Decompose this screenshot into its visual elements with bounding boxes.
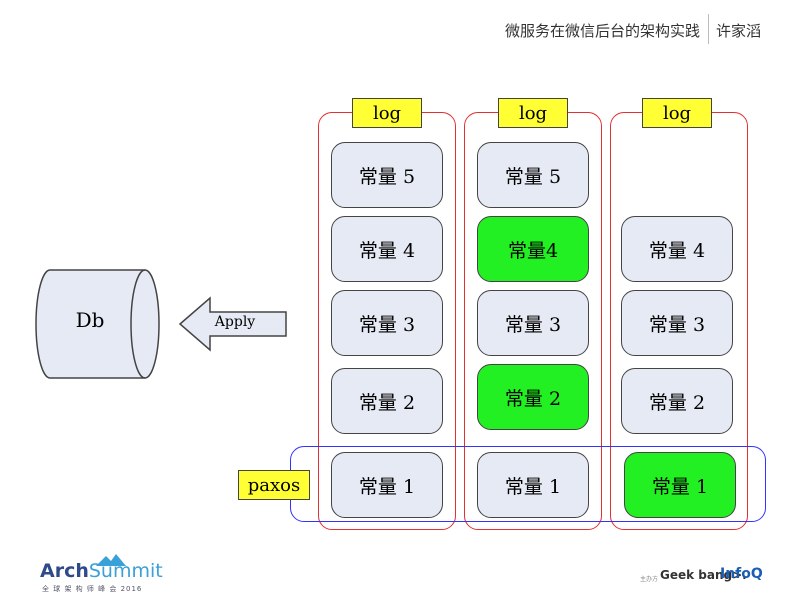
- infoq-logo: InfoQ: [720, 566, 763, 582]
- column-3-cell-2: 常量 3: [621, 290, 733, 356]
- column-3-cell-4: 常量 1: [624, 452, 736, 518]
- column-2-cell-2: 常量4: [477, 216, 589, 282]
- log-tag-2: log: [498, 98, 568, 128]
- column-1-cell-2: 常量 4: [331, 216, 443, 282]
- archsummit-subtitle: 全 球 架 构 师 峰 会 2016: [42, 585, 143, 593]
- slide-title: 微服务在微信后台的架构实践: [504, 22, 700, 40]
- column-2-cell-4: 常量 2: [477, 364, 589, 430]
- column-2-cell-1: 常量 5: [477, 142, 589, 208]
- log-tag-1: log: [352, 98, 422, 128]
- column-2-cell-3: 常量 3: [477, 290, 589, 356]
- column-3-cell-1: 常量 4: [621, 216, 733, 282]
- slide-author: 许家滔: [716, 22, 762, 40]
- column-1-cell-4: 常量 2: [331, 368, 443, 434]
- column-2-cell-5: 常量 1: [477, 452, 589, 518]
- column-1-cell-5: 常量 1: [331, 452, 443, 518]
- archsummit-logo-main: Arch: [40, 560, 89, 582]
- column-1-cell-1: 常量 5: [331, 142, 443, 208]
- header-divider: [708, 14, 709, 44]
- apply-label: Apply: [214, 314, 256, 330]
- column-3-cell-3: 常量 2: [621, 368, 733, 434]
- apply-arrow-icon: [178, 296, 287, 352]
- log-tag-3: log: [642, 98, 712, 128]
- mountain-icon: [96, 554, 126, 566]
- paxos-tag: paxos: [238, 470, 310, 500]
- footer-organizer-label: 主办方: [640, 576, 659, 583]
- database-icon: [35, 269, 160, 379]
- geekbang-logo: Geek bang>.: [660, 568, 747, 582]
- db-label: Db: [75, 308, 105, 332]
- column-1-cell-3: 常量 3: [331, 290, 443, 356]
